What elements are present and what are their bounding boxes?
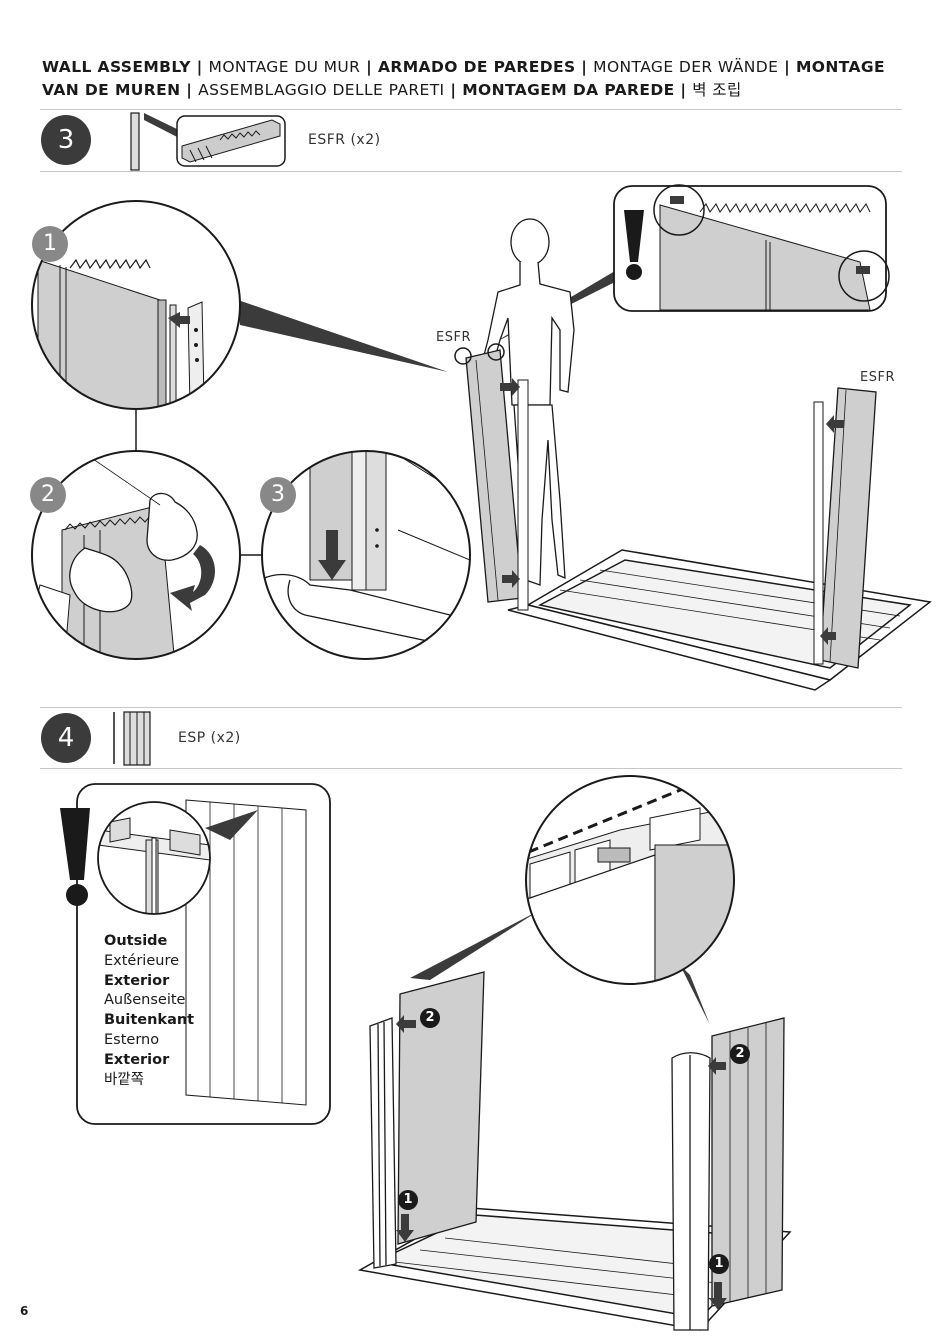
page-number: 6 <box>20 1304 29 1318</box>
badge-left-2: 2 <box>420 1008 440 1028</box>
divider <box>40 707 902 708</box>
title-part: | <box>360 58 378 76</box>
detail-circle-1 <box>31 200 241 410</box>
substep-badge-1: 1 <box>32 226 68 262</box>
warning-callout-step4 <box>60 783 331 1125</box>
panel-label-right: ESFR <box>860 370 895 385</box>
divider <box>40 768 902 769</box>
detail-circle-3 <box>261 450 471 660</box>
panel-label-left: ESFR <box>436 330 471 345</box>
wall-panel-step4-left <box>396 971 485 1245</box>
title-part: MONTAGE DER WÄNDE <box>593 58 779 76</box>
esp-part-icon <box>113 711 151 766</box>
outside-label: Buitenkant <box>104 1012 195 1029</box>
part-qty: (x2) <box>210 730 241 746</box>
divider <box>40 171 902 172</box>
title-part: MONTAGE DU MUR <box>208 58 361 76</box>
outside-label: Esterno <box>104 1031 160 1048</box>
wall-panel-left <box>454 343 529 611</box>
outside-label: Exterior <box>104 972 170 989</box>
outside-label: Extérieure <box>104 952 180 969</box>
esfr-part-icon <box>130 112 286 171</box>
warning-callout-step3 <box>613 184 890 312</box>
title-part: | <box>190 58 209 76</box>
outside-label: Exterior <box>104 1051 170 1068</box>
part-code: ESFR <box>308 132 346 148</box>
title-part: | <box>180 81 199 99</box>
title-part: 벽 조립 <box>692 81 742 99</box>
badge-right-2: 2 <box>730 1044 750 1064</box>
title-part: | <box>778 58 796 76</box>
substep-badge-2: 2 <box>30 477 66 513</box>
title-part: | <box>575 58 594 76</box>
step4-part-label: ESP (x2) <box>178 730 241 746</box>
wall-panel-right <box>813 387 877 669</box>
step3-part-label: ESFR (x2) <box>308 132 381 148</box>
outside-label: Außenseite <box>104 992 186 1009</box>
title-part: MONTAGE VAN DE MUREN <box>42 58 886 99</box>
step-number-3: 3 <box>41 115 91 165</box>
outside-label: Outside <box>104 933 168 949</box>
title-part: ARMADO DE PAREDES <box>378 58 576 76</box>
divider <box>40 109 902 110</box>
part-code: ESP <box>178 730 206 746</box>
detail-circle-4 <box>525 775 735 985</box>
part-qty: (x2) <box>350 132 381 148</box>
substep-badge-3: 3 <box>260 477 296 513</box>
title-part: MONTAGEM DA PAREDE <box>462 81 675 99</box>
wall-post-left <box>369 1017 397 1269</box>
step-number-4: 4 <box>41 713 91 763</box>
title-part: WALL ASSEMBLY <box>42 58 191 76</box>
floor-base <box>507 549 932 691</box>
outside-label: 바깥쪽 <box>104 1071 145 1088</box>
badge-right-1: 1 <box>709 1254 729 1274</box>
wall-post-right <box>671 1052 711 1331</box>
page-title: WALL ASSEMBLY | MONTAGE DU MUR | ARMADO … <box>42 56 922 102</box>
title-part: | <box>444 81 463 99</box>
title-part: ASSEMBLAGGIO DELLE PARETI <box>198 81 445 99</box>
title-part: | <box>674 81 693 99</box>
wall-panel-step4-right <box>708 1017 785 1310</box>
badge-left-1: 1 <box>398 1190 418 1210</box>
